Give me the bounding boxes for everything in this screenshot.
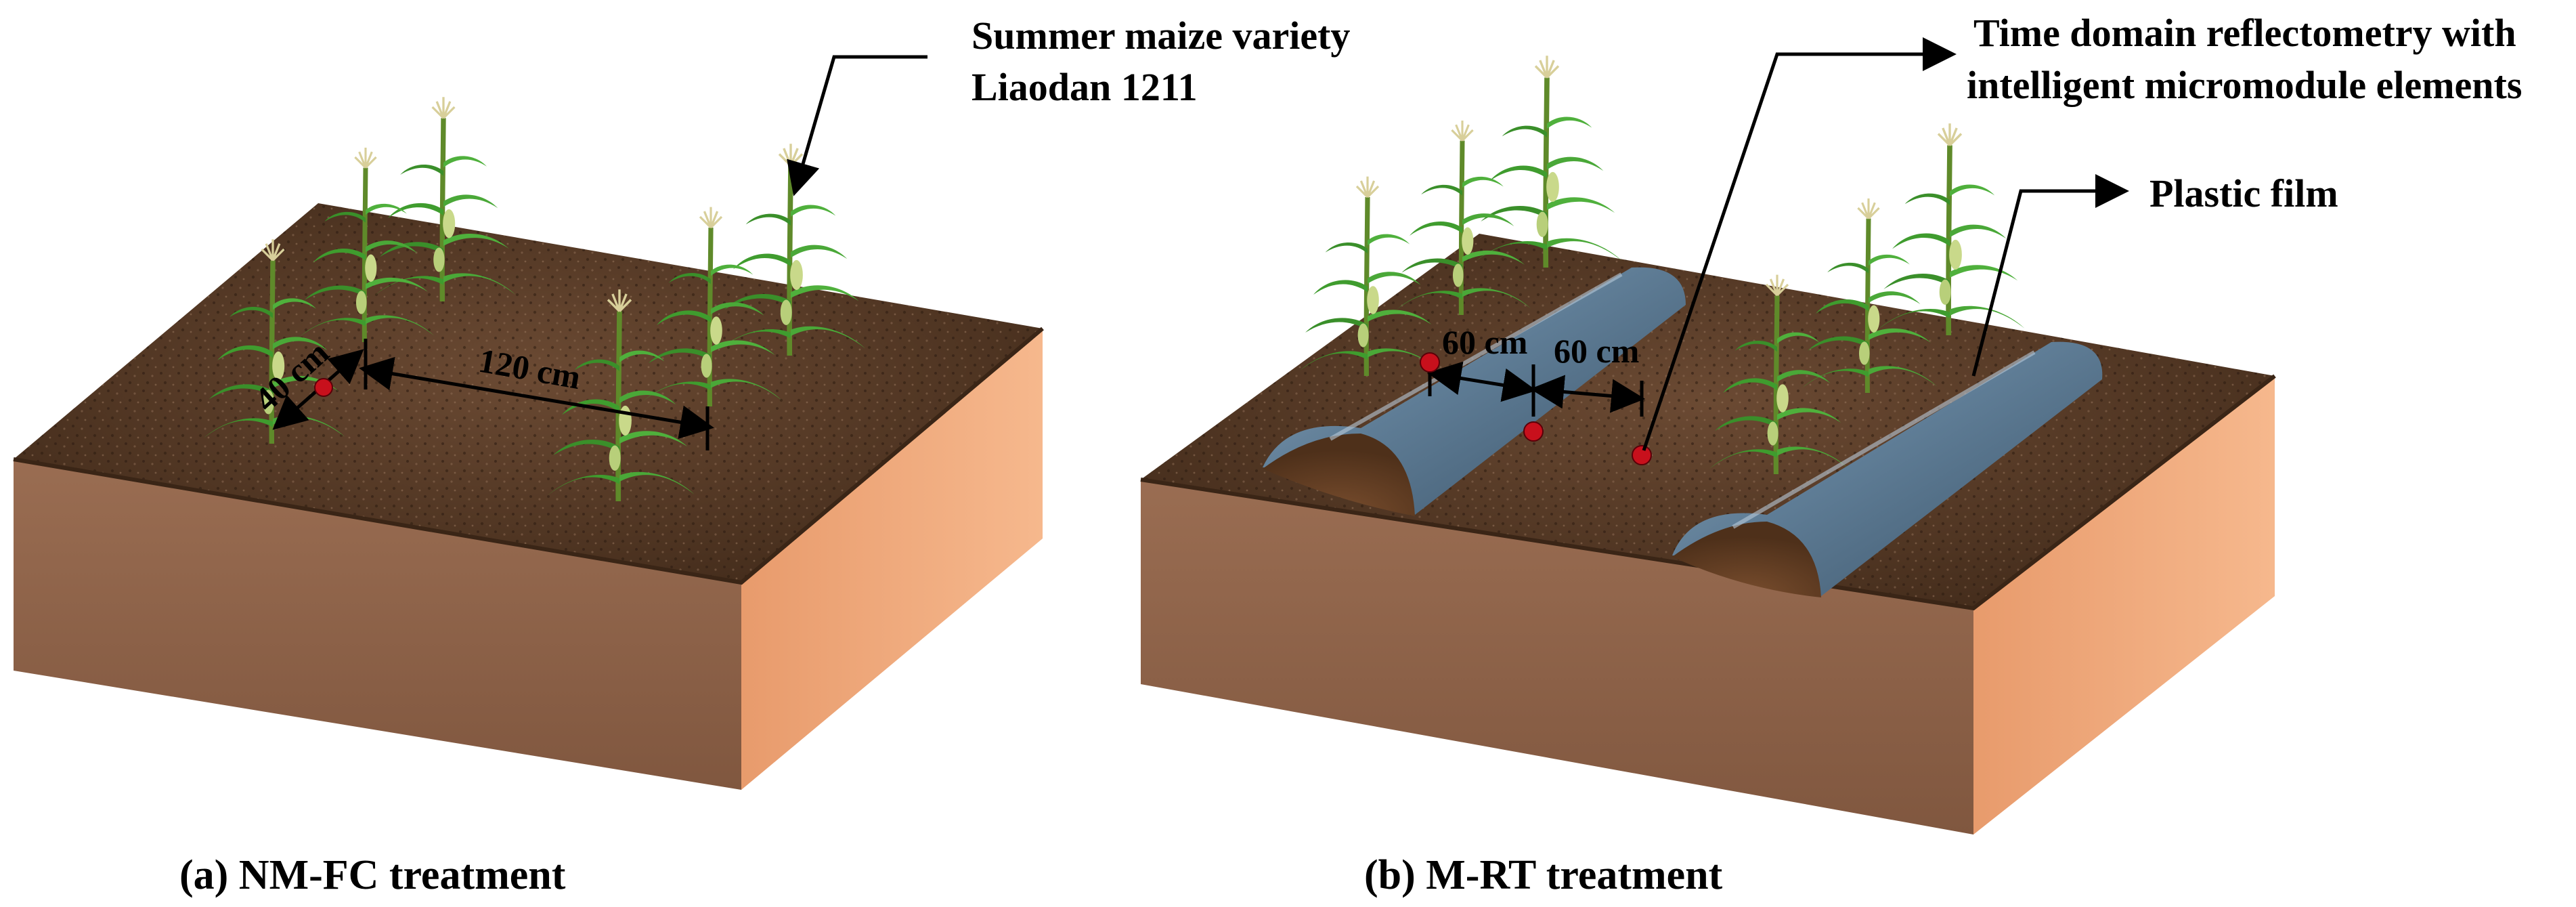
left-spacing-label: 60 cm	[1442, 323, 1527, 361]
tdr-callout-line	[1642, 37, 1957, 451]
sensor-marker	[1632, 445, 1652, 465]
panel-b: 60 cm 60 cm Time domain reflectometry wi…	[1140, 11, 2522, 898]
maize-plant	[1475, 56, 1622, 268]
maize-callout-line	[787, 55, 927, 196]
soil-edge-a	[13, 326, 1044, 585]
left-spacing-dimension-line	[1427, 361, 1537, 402]
maize-callout-line1: Summer maize variety	[972, 14, 1350, 58]
panel-b-caption: (b) M-RT treatment	[1364, 852, 1723, 898]
maize-callout-line2: Liaodan 1211	[972, 65, 1198, 109]
right-spacing-dimension-line	[1530, 375, 1645, 413]
right-spacing-label: 60 cm	[1554, 332, 1639, 370]
soil-block-front-a	[14, 459, 741, 790]
sensor-marker	[314, 378, 333, 397]
row-spacing-dimension-line	[359, 356, 714, 440]
soil-block-front-b	[1141, 480, 1973, 835]
maize-plant	[1878, 123, 2025, 335]
film-callout-label: Plastic film	[2149, 171, 2338, 215]
film-callout-line	[1971, 174, 2129, 377]
tdr-callout-line1: Time domain reflectometry with	[1973, 11, 2516, 55]
panel-a: 40 cm 120 cm Summer maize variety Liaoda…	[13, 14, 1350, 898]
panel-a-caption: (a) NM-FC treatment	[179, 852, 566, 898]
tdr-callout-line2: intelligent micromodule elements	[1967, 63, 2522, 107]
sensor-marker	[1420, 352, 1440, 373]
soil-texture-b	[1141, 234, 2275, 608]
plastic-film-ridge-right	[1672, 341, 2103, 597]
soil-block-side-a	[741, 329, 1043, 790]
soil-block-side-b	[1973, 376, 2275, 835]
sensor-marker	[1523, 421, 1544, 442]
soil-edge-b	[1140, 374, 2276, 611]
